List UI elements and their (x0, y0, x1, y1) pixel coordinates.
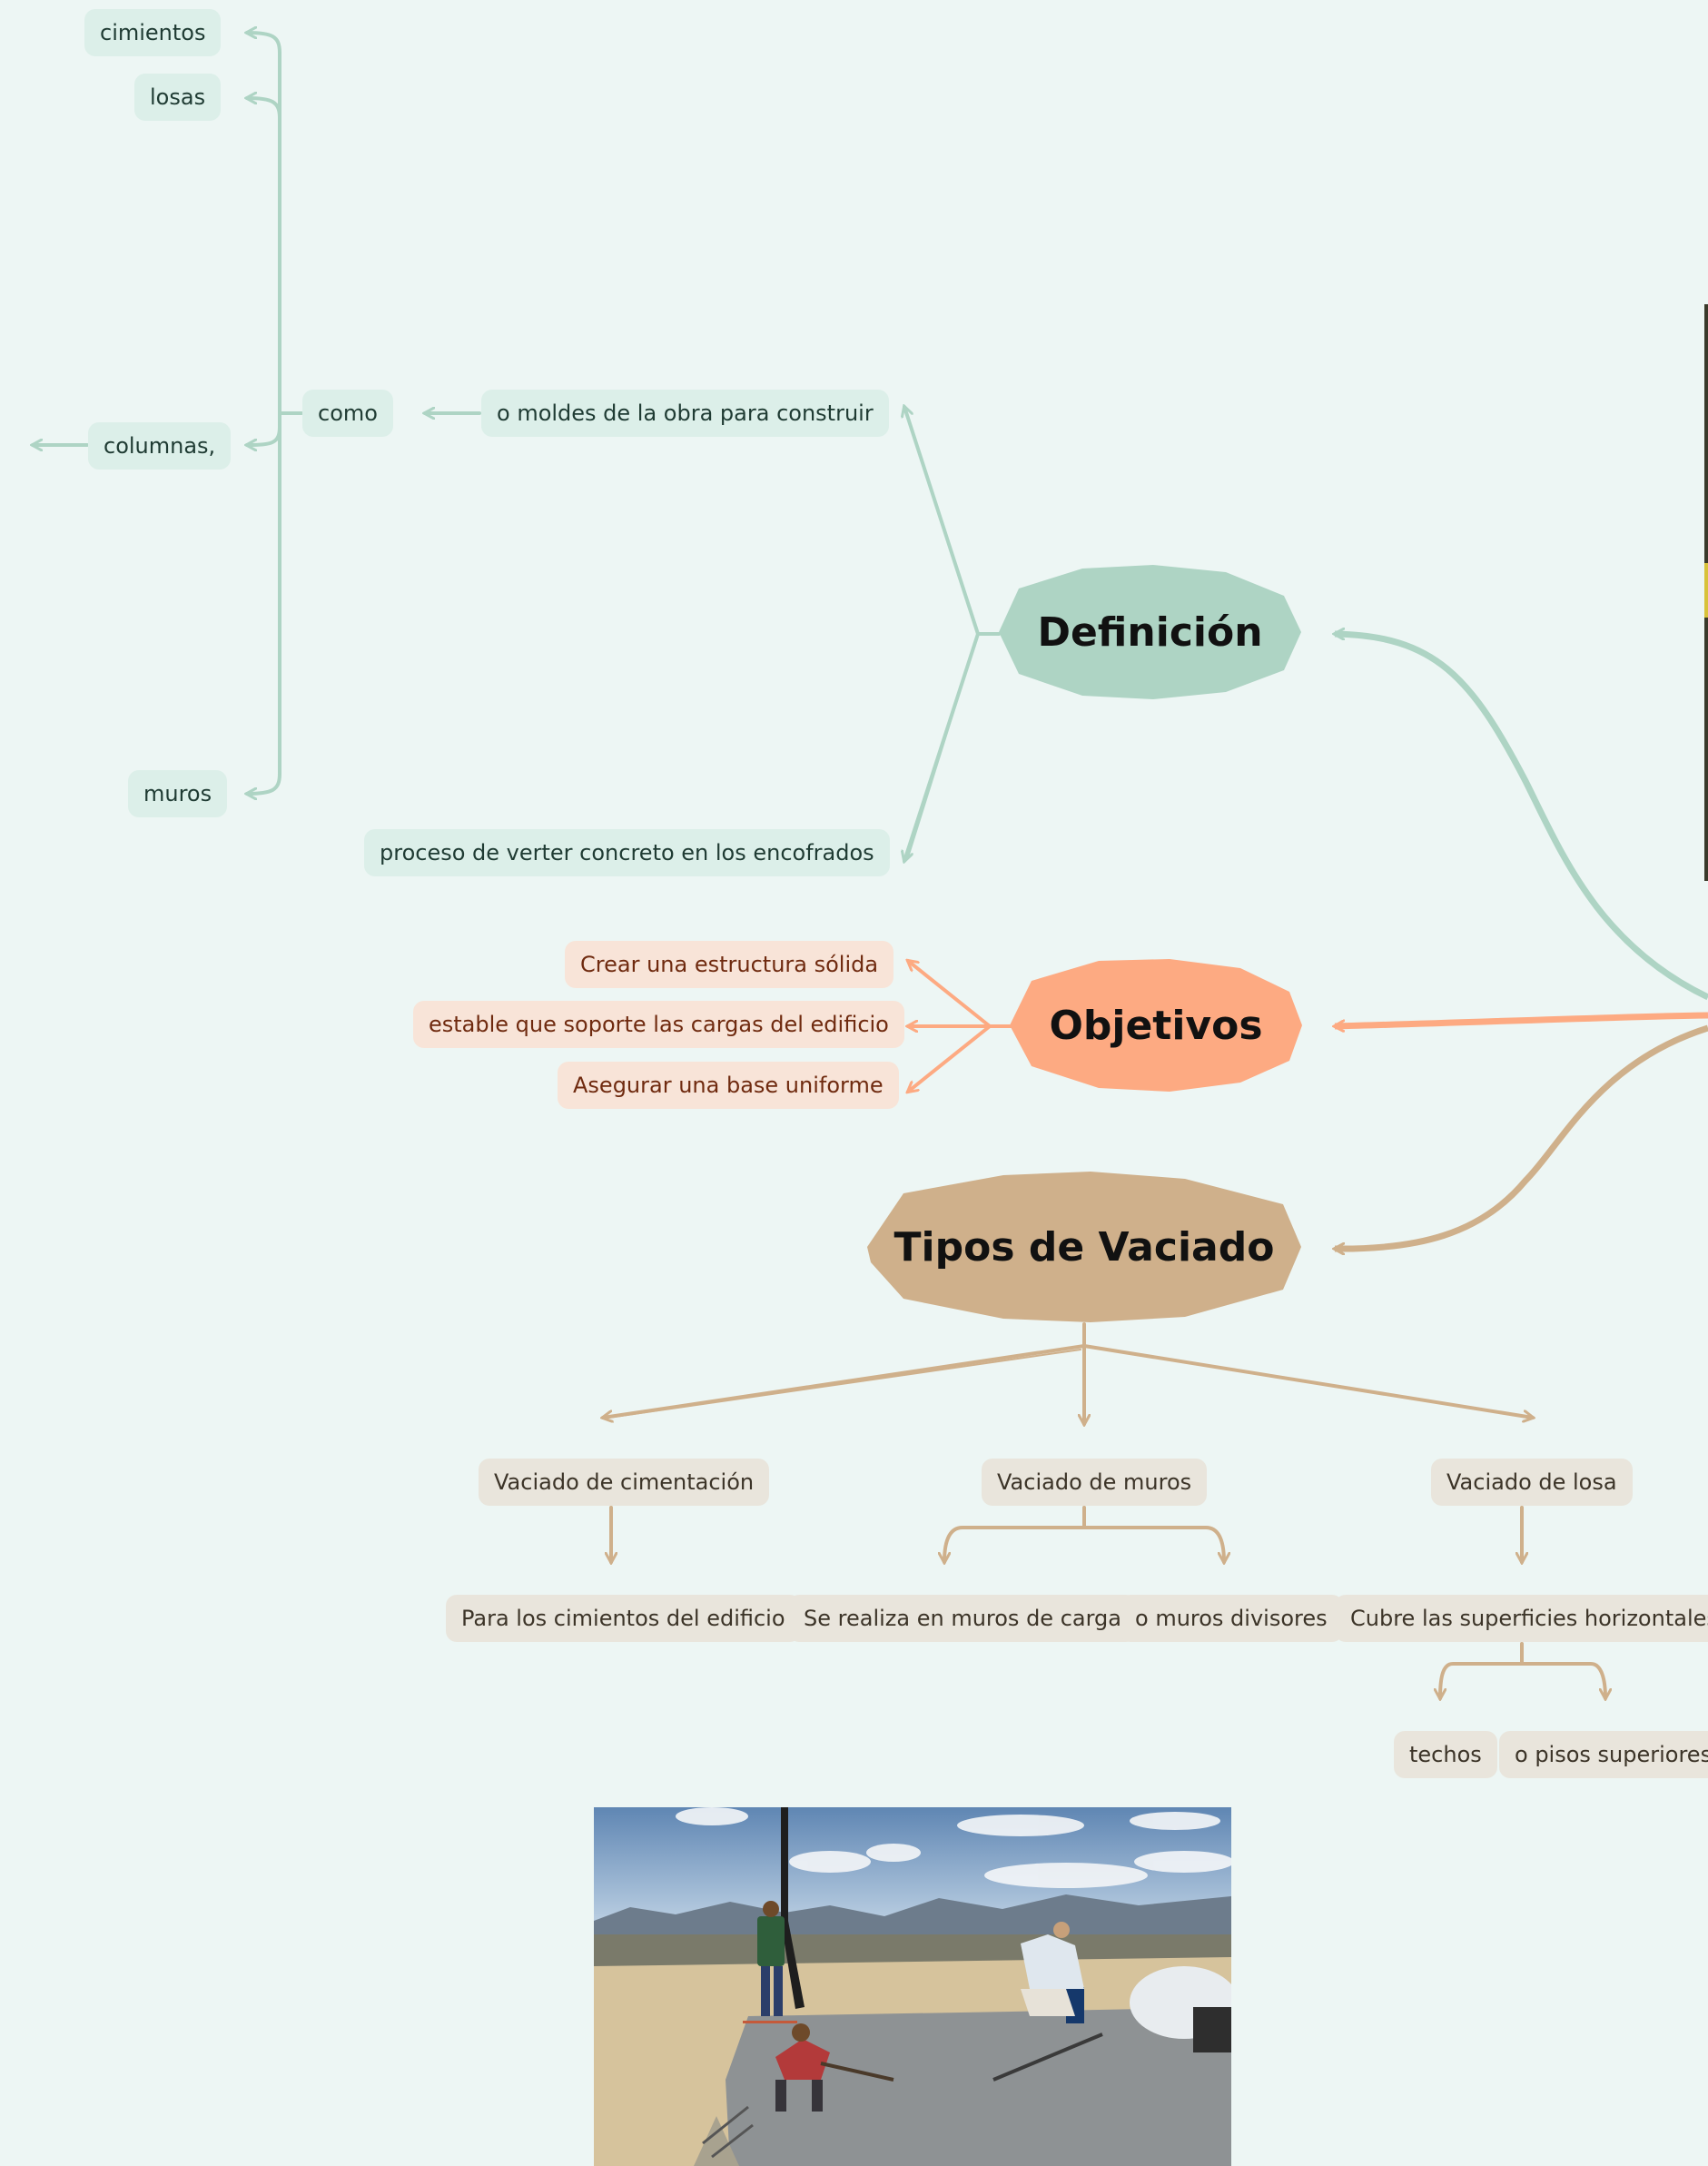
node-muros-carga[interactable]: Se realiza en muros de carga (788, 1595, 1137, 1642)
node-vaciado-muros[interactable]: Vaciado de muros (982, 1459, 1208, 1506)
link-root-objetivos (1335, 1012, 1708, 1026)
node-objetivo-uniforme[interactable]: Asegurar una base uniforme (558, 1062, 899, 1109)
node-losas[interactable]: losas (134, 74, 222, 121)
node-proceso[interactable]: proceso de verter concreto en los encofr… (364, 829, 890, 876)
node-objetivo-solida[interactable]: Crear una estructura sólida (565, 941, 894, 988)
hub-definicion[interactable]: Definición (999, 565, 1301, 699)
hub-definicion-label: Definición (1037, 608, 1263, 656)
node-losa-detalle[interactable]: Cubre las superficies horizontales (1335, 1595, 1708, 1642)
node-cimientos[interactable]: cimientos (84, 9, 222, 56)
link-root-definicion (1335, 634, 1708, 1001)
node-objetivo-estable[interactable]: estable que soporte las cargas del edifi… (413, 1001, 904, 1048)
link-def-moldes (904, 407, 980, 636)
hub-objetivos-label: Objetivos (1049, 1002, 1263, 1049)
node-como[interactable]: como (302, 390, 393, 437)
node-moldes[interactable]: o moldes de la obra para construir (481, 390, 889, 437)
hub-tipos[interactable]: Tipos de Vaciado (867, 1172, 1301, 1322)
node-columnas[interactable]: columnas, (88, 422, 232, 470)
node-vaciado-losa[interactable]: Vaciado de losa (1431, 1459, 1633, 1506)
link-root-tipos (1335, 1024, 1708, 1249)
node-techos[interactable]: techos (1394, 1731, 1497, 1778)
node-muros[interactable]: muros (128, 770, 228, 817)
node-muros-divisores[interactable]: o muros divisores (1120, 1595, 1343, 1642)
hub-objetivos-shape (1010, 959, 1302, 1092)
hub-tipos-label: Tipos de Vaciado (893, 1223, 1275, 1271)
hub-definicion-shape (999, 565, 1301, 699)
concrete-pouring-photo (594, 1807, 1231, 2166)
hub-objetivos[interactable]: Objetivos (1010, 959, 1302, 1092)
node-cimentacion-detalle[interactable]: Para los cimientos del edificio (446, 1595, 801, 1642)
hub-tipos-shape (867, 1172, 1301, 1322)
node-pisos[interactable]: o pisos superiores (1499, 1731, 1708, 1778)
node-vaciado-cimentacion[interactable]: Vaciado de cimentación (479, 1459, 770, 1506)
